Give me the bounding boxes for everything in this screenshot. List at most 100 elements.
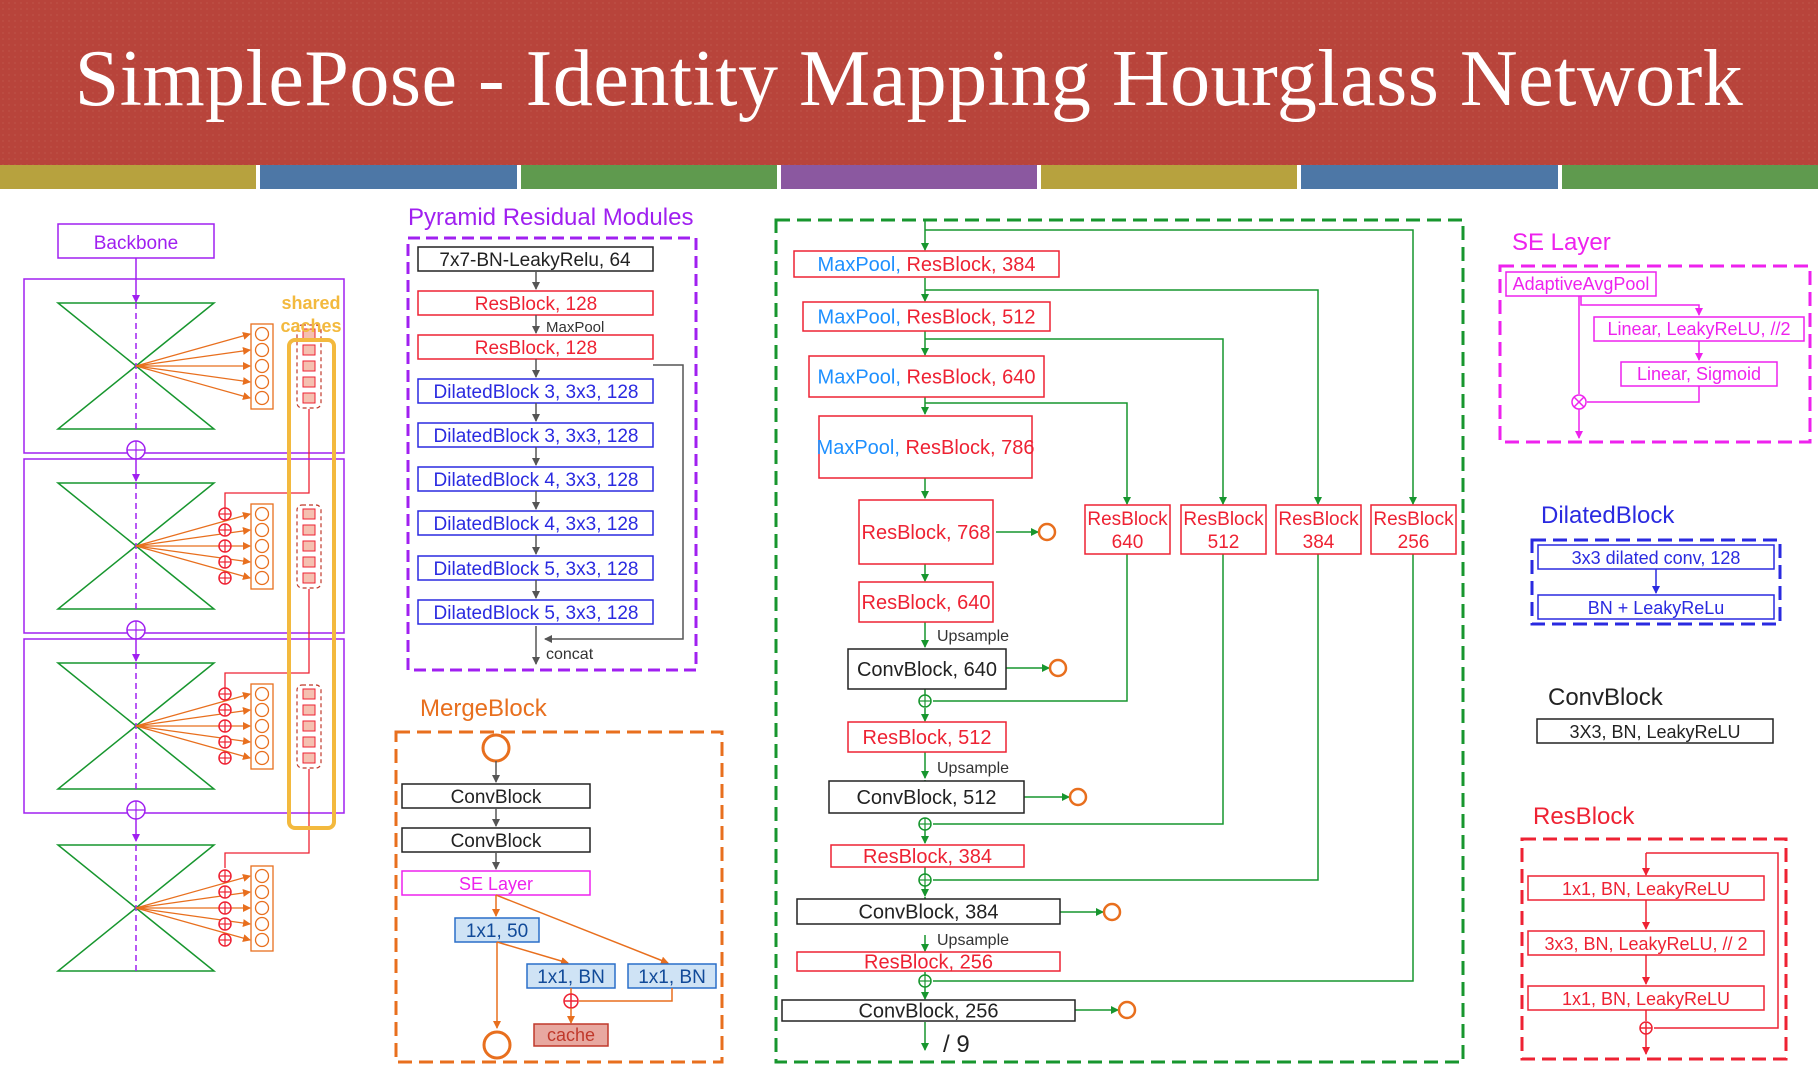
hourglass-icon xyxy=(55,662,217,790)
heatmap-output-node xyxy=(1117,1000,1137,1020)
merge-node xyxy=(254,554,270,570)
stripe xyxy=(1301,165,1558,189)
hg-block-label: ResBlock, 640 xyxy=(862,592,991,614)
prm-block-label: ResBlock, 128 xyxy=(475,294,598,315)
se-title: SE Layer xyxy=(1512,229,1611,256)
merge-node xyxy=(254,390,270,406)
cache-cell xyxy=(302,556,316,568)
heatmap-output-node xyxy=(1048,658,1068,678)
merge-cache-label: cache xyxy=(547,1025,595,1045)
res-block-legend: ResBlock 1x1, BN, LeakyReLU 3x3, BN, Lea… xyxy=(1520,803,1788,1061)
cache-cell xyxy=(302,572,316,584)
merge-bn-2 xyxy=(627,963,717,989)
skip-resblock-label: ResBlock xyxy=(1087,509,1168,530)
se-linear-leaky-label: Linear, LeakyReLU, //2 xyxy=(1607,319,1790,339)
hg-block-label: ResBlock, 256 xyxy=(864,952,993,974)
cache-cell xyxy=(302,360,316,372)
cache-group xyxy=(296,504,322,589)
maxpool-label: MaxPool, xyxy=(817,437,906,459)
prm-block-label: DilatedBlock 4, 3x3, 128 xyxy=(434,514,639,535)
cache-cell xyxy=(302,376,316,388)
prm-block-label: DilatedBlock 3, 3x3, 128 xyxy=(434,382,639,403)
merge-node xyxy=(254,342,270,358)
resblock-label: ResBlock, 512 xyxy=(906,307,1035,329)
cache-cell xyxy=(302,752,316,764)
hourglass-icon xyxy=(55,482,217,610)
prm-title: Pyramid Residual Modules xyxy=(408,204,693,231)
stripe xyxy=(1041,165,1298,189)
merge-convblock-label: ConvBlock xyxy=(451,787,542,808)
skip-resblock-channels: 640 xyxy=(1112,532,1144,553)
upsample-label: Upsample xyxy=(937,628,1009,645)
prm-block-label: DilatedBlock 5, 3x3, 128 xyxy=(434,603,639,624)
dilated-title: DilatedBlock xyxy=(1541,502,1675,529)
dilated-conv-label: 3x3 dilated conv, 128 xyxy=(1572,548,1741,568)
merge-node xyxy=(254,686,270,702)
skip-resblock-label: ResBlock xyxy=(1373,509,1454,530)
hourglass-stack-frame xyxy=(23,278,345,454)
upsample-label: Upsample xyxy=(937,760,1009,777)
prm-block-label: DilatedBlock 3, 3x3, 128 xyxy=(434,426,639,447)
hg-block-label: ConvBlock, 640 xyxy=(857,659,997,681)
cache-link xyxy=(224,409,310,508)
merge-block-group xyxy=(250,683,274,770)
hg-maxpool-resblock xyxy=(808,355,1045,398)
hg-down-label: MaxPool, ResBlock, 512 xyxy=(818,307,1036,329)
heatmap-output-node xyxy=(1102,902,1122,922)
skip-resblock-label: ResBlock xyxy=(1278,509,1359,530)
hg-convblock-256 xyxy=(781,999,1076,1022)
stripe xyxy=(1561,165,1818,189)
cache-link xyxy=(224,769,310,868)
merge-convblock-label: ConvBlock xyxy=(451,831,542,852)
conv-desc-label: 3X3, BN, LeakyReLU xyxy=(1569,722,1740,742)
cache-link xyxy=(224,589,310,688)
cache-cell xyxy=(302,720,316,732)
hg-div9-label: / 9 xyxy=(943,1031,970,1058)
cache-cell xyxy=(302,540,316,552)
prm-dilatedblock xyxy=(417,599,654,625)
merge-output-node xyxy=(482,1030,512,1060)
conv-title: ConvBlock xyxy=(1548,684,1664,711)
merge-node xyxy=(254,750,270,766)
merge-node xyxy=(254,900,270,916)
conv-block-legend: ConvBlock 3X3, BN, LeakyReLU xyxy=(1536,684,1774,744)
hg-block-label: ConvBlock, 512 xyxy=(856,787,996,809)
title-banner: SimplePose - Identity Mapping Hourglass … xyxy=(0,0,1818,165)
maxpool-label: MaxPool, xyxy=(818,367,907,389)
hg-down-label: MaxPool, ResBlock, 384 xyxy=(818,254,1036,276)
se-linear-sigmoid-label: Linear, Sigmoid xyxy=(1637,364,1761,384)
prm-maxpool-label: MaxPool xyxy=(546,319,604,336)
stacked-hourglass-overview: Backbone shared caches xyxy=(23,223,345,972)
skip-resblock-channels: 256 xyxy=(1398,532,1430,553)
se-avgpool-label: AdaptiveAvgPool xyxy=(1513,274,1650,294)
backbone-label: Backbone xyxy=(94,233,179,254)
hg-skip-resblock xyxy=(1370,504,1457,555)
hg-convblock-512 xyxy=(828,780,1025,814)
hg-block-label: ConvBlock, 384 xyxy=(858,902,998,924)
shared-caches-label: caches xyxy=(280,316,341,336)
res-3x3-label: 3x3, BN, LeakyReLU, // 2 xyxy=(1544,934,1747,954)
hourglass-icon xyxy=(55,302,217,430)
hourglass-stack-frame xyxy=(23,458,345,634)
skip-resblock-channels: 512 xyxy=(1208,532,1240,553)
cache-cell xyxy=(302,736,316,748)
merge-node xyxy=(254,884,270,900)
hg-down-label: MaxPool, ResBlock, 640 xyxy=(818,367,1036,389)
stripe xyxy=(260,165,517,189)
stripe xyxy=(780,165,1038,189)
merge-node xyxy=(254,718,270,734)
merge-conv-1x1-label: 1x1, 50 xyxy=(466,921,528,942)
resblock-label: ResBlock, 384 xyxy=(906,254,1035,276)
hg-resblock-640 xyxy=(858,581,994,623)
merge-title: MergeBlock xyxy=(420,695,548,722)
maxpool-label: MaxPool, xyxy=(818,254,907,276)
prm-block-label: DilatedBlock 5, 3x3, 128 xyxy=(434,559,639,580)
hg-skip-resblock xyxy=(1180,504,1267,555)
hg-convblock-384 xyxy=(796,898,1061,925)
res-1x1-a-label: 1x1, BN, LeakyReLU xyxy=(1562,879,1730,899)
heatmap-output-node xyxy=(1068,787,1088,807)
heatmap-output-node xyxy=(1037,522,1057,542)
hourglass-stack-frame xyxy=(23,638,345,814)
